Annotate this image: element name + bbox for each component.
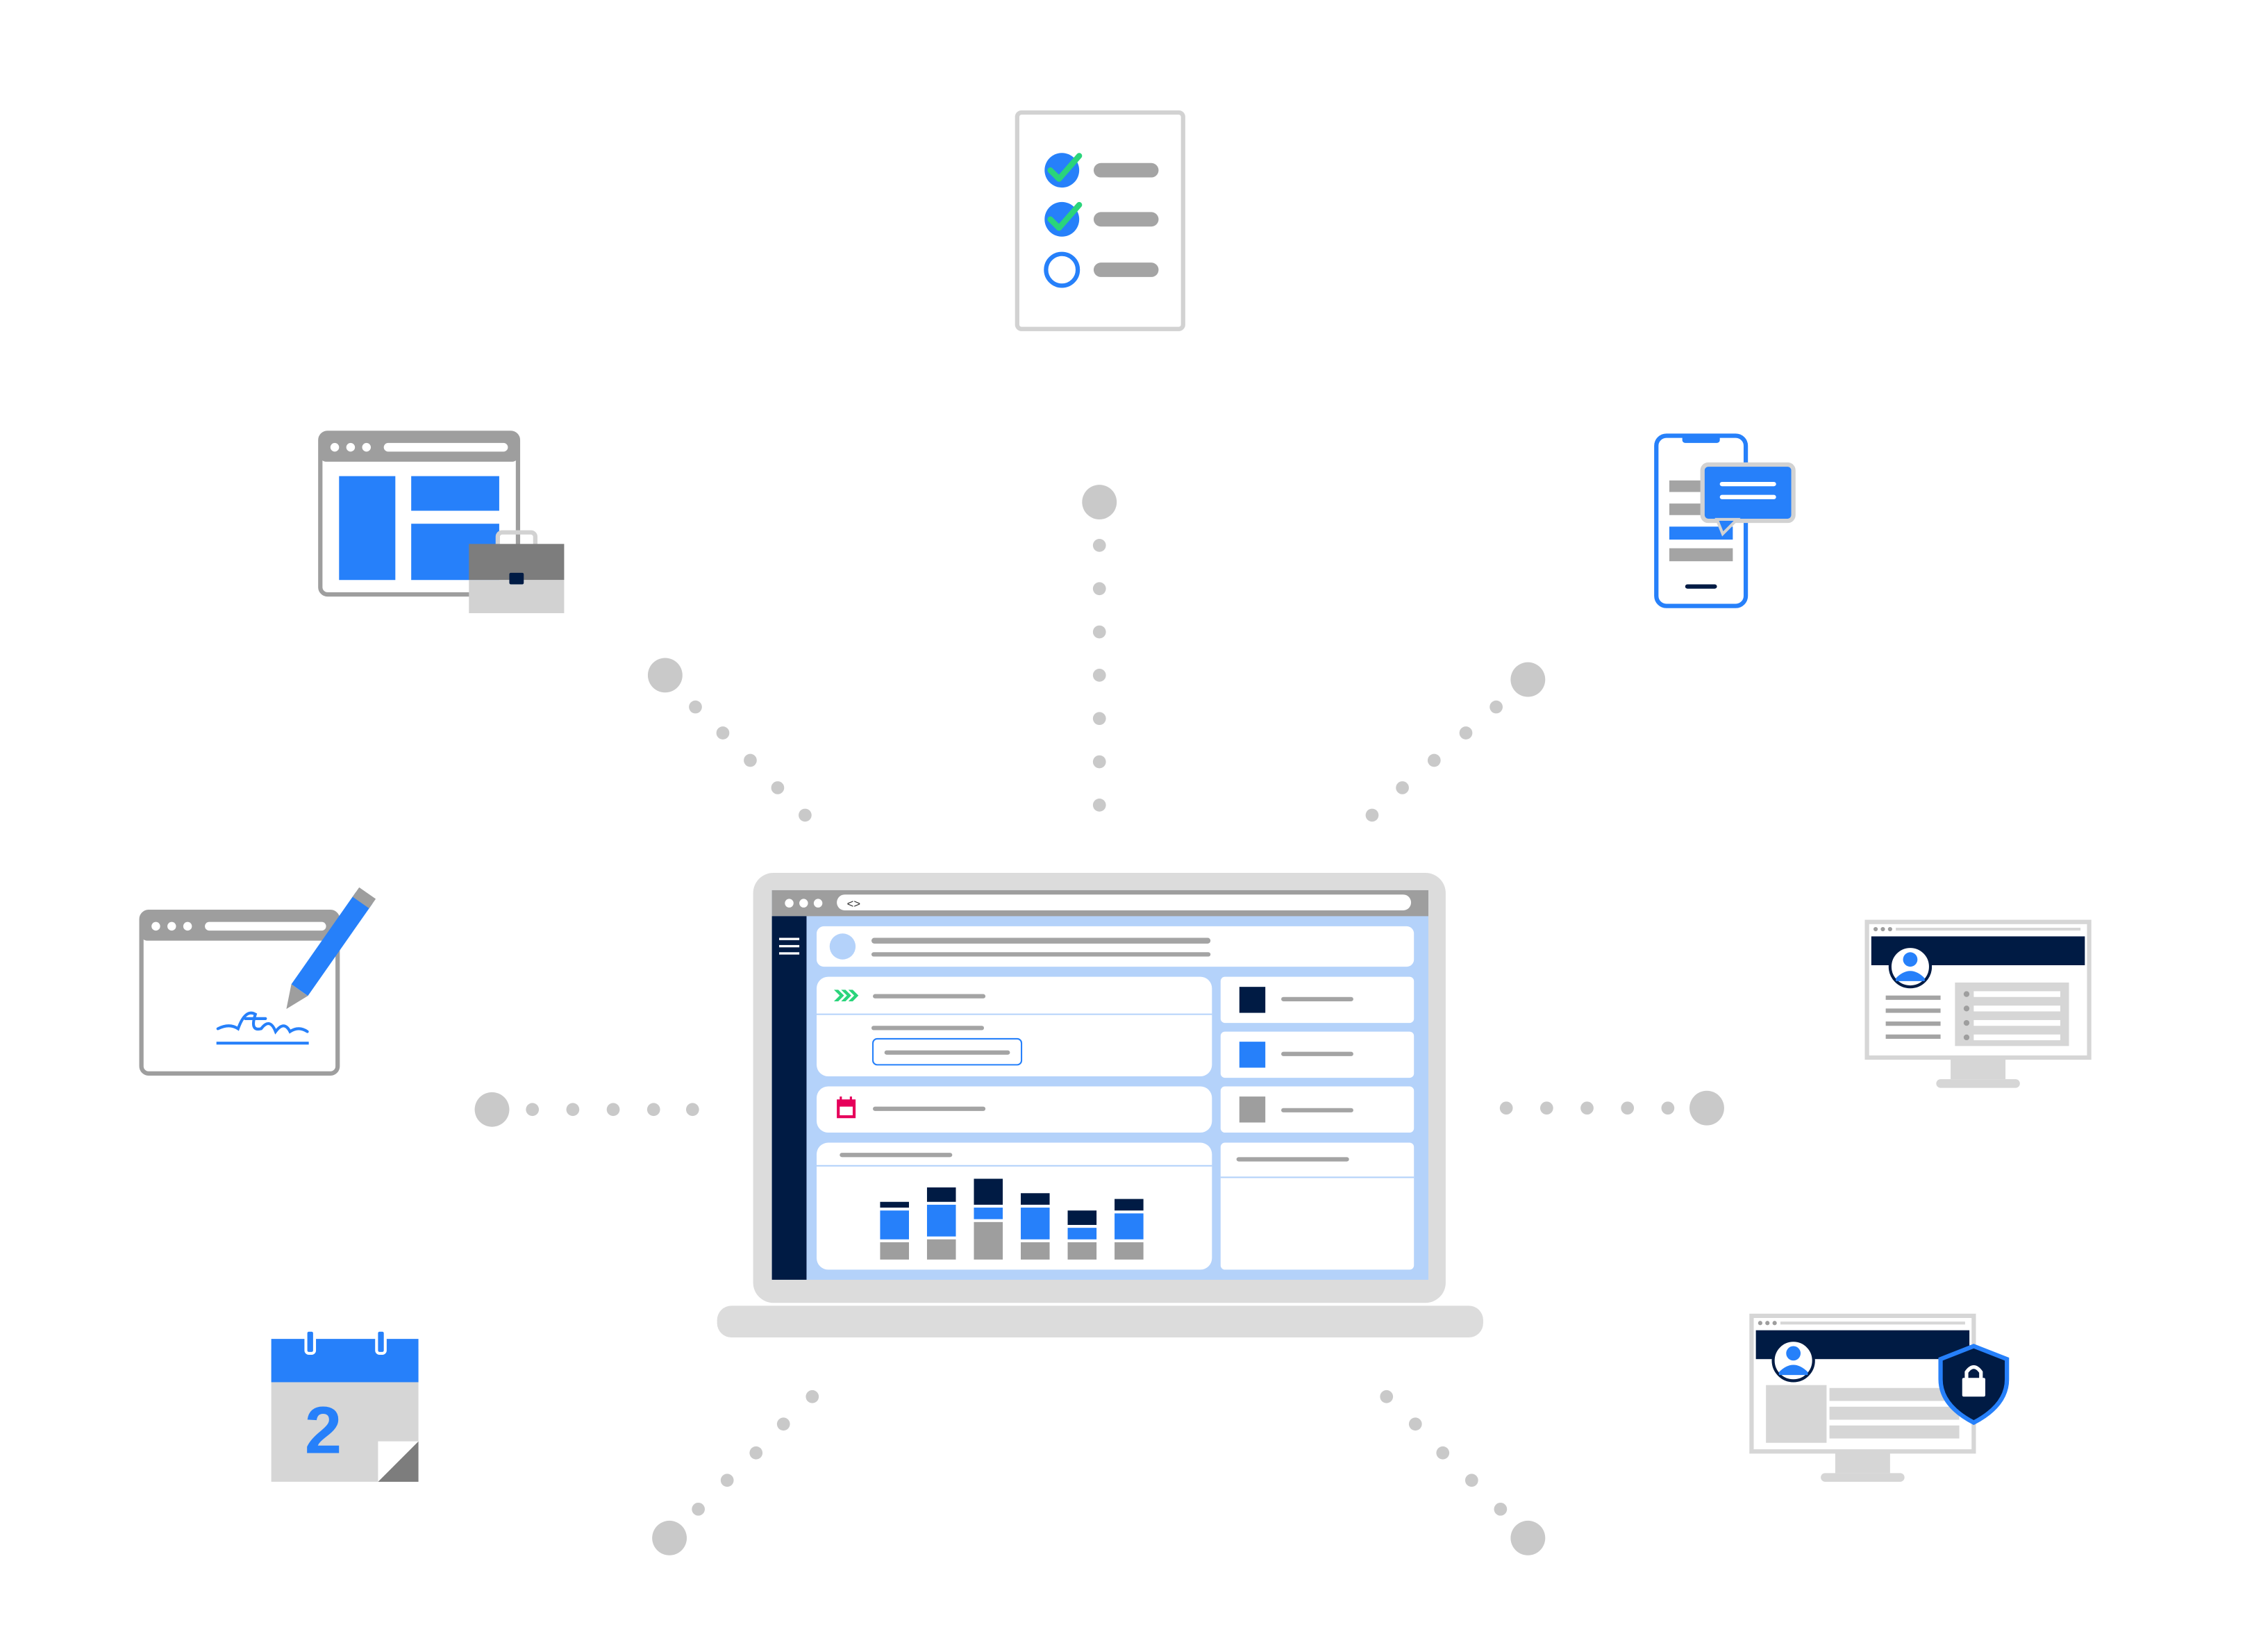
connector-top-left bbox=[647, 658, 812, 822]
bar-segment bbox=[926, 1204, 956, 1237]
bar-segment bbox=[1115, 1213, 1144, 1240]
bar-segment bbox=[1021, 1208, 1050, 1240]
checklist-icon bbox=[1015, 110, 1185, 331]
e-signature-icon bbox=[139, 887, 376, 1076]
connector-left bbox=[474, 1092, 699, 1127]
laptop: <> bbox=[717, 873, 1483, 1338]
bar-segment bbox=[926, 1187, 956, 1202]
bar-segment bbox=[880, 1201, 909, 1208]
app-sidebar bbox=[771, 916, 807, 1280]
bar-segment bbox=[1067, 1242, 1097, 1260]
address-bar bbox=[837, 894, 1412, 911]
bar-segment bbox=[926, 1239, 956, 1260]
side-panel bbox=[1220, 1142, 1414, 1270]
bar-segment bbox=[974, 1221, 1003, 1260]
calendar-day: 2 bbox=[305, 1393, 342, 1467]
bar-segment bbox=[974, 1178, 1003, 1205]
connector-bottom-left bbox=[652, 1390, 819, 1555]
address-bar-glyph: <> bbox=[847, 897, 860, 910]
connector-bottom-right bbox=[1380, 1390, 1546, 1555]
bar-segment bbox=[1021, 1242, 1050, 1260]
chart-card bbox=[817, 1142, 1212, 1270]
header-card bbox=[817, 926, 1414, 967]
hamburger-menu-icon bbox=[779, 937, 800, 955]
bar-segment bbox=[974, 1208, 1003, 1219]
bar-chart bbox=[880, 1178, 1144, 1260]
calendar-icon: 2 bbox=[271, 1328, 419, 1482]
connector-right bbox=[1499, 1090, 1724, 1126]
bar-segment bbox=[1067, 1228, 1097, 1240]
avatar bbox=[829, 933, 856, 960]
bar-segment bbox=[1115, 1199, 1144, 1211]
bar-segment bbox=[1021, 1193, 1050, 1205]
secure-profile-monitor-icon bbox=[1749, 1313, 2010, 1482]
bar-segment bbox=[1115, 1242, 1144, 1260]
web-portal-briefcase-icon bbox=[318, 431, 565, 614]
calendar-small-icon bbox=[837, 1096, 856, 1119]
event-card bbox=[817, 1086, 1212, 1133]
bar-segment bbox=[880, 1210, 909, 1240]
progress-arrows-icon bbox=[833, 990, 859, 1001]
connector-top-right bbox=[1365, 662, 1546, 822]
bar-segment bbox=[880, 1242, 909, 1260]
profile-monitor-icon bbox=[1864, 919, 2092, 1088]
mobile-chat-icon bbox=[1654, 433, 1796, 608]
connector-top bbox=[1082, 485, 1117, 812]
bar-segment bbox=[1067, 1210, 1097, 1225]
